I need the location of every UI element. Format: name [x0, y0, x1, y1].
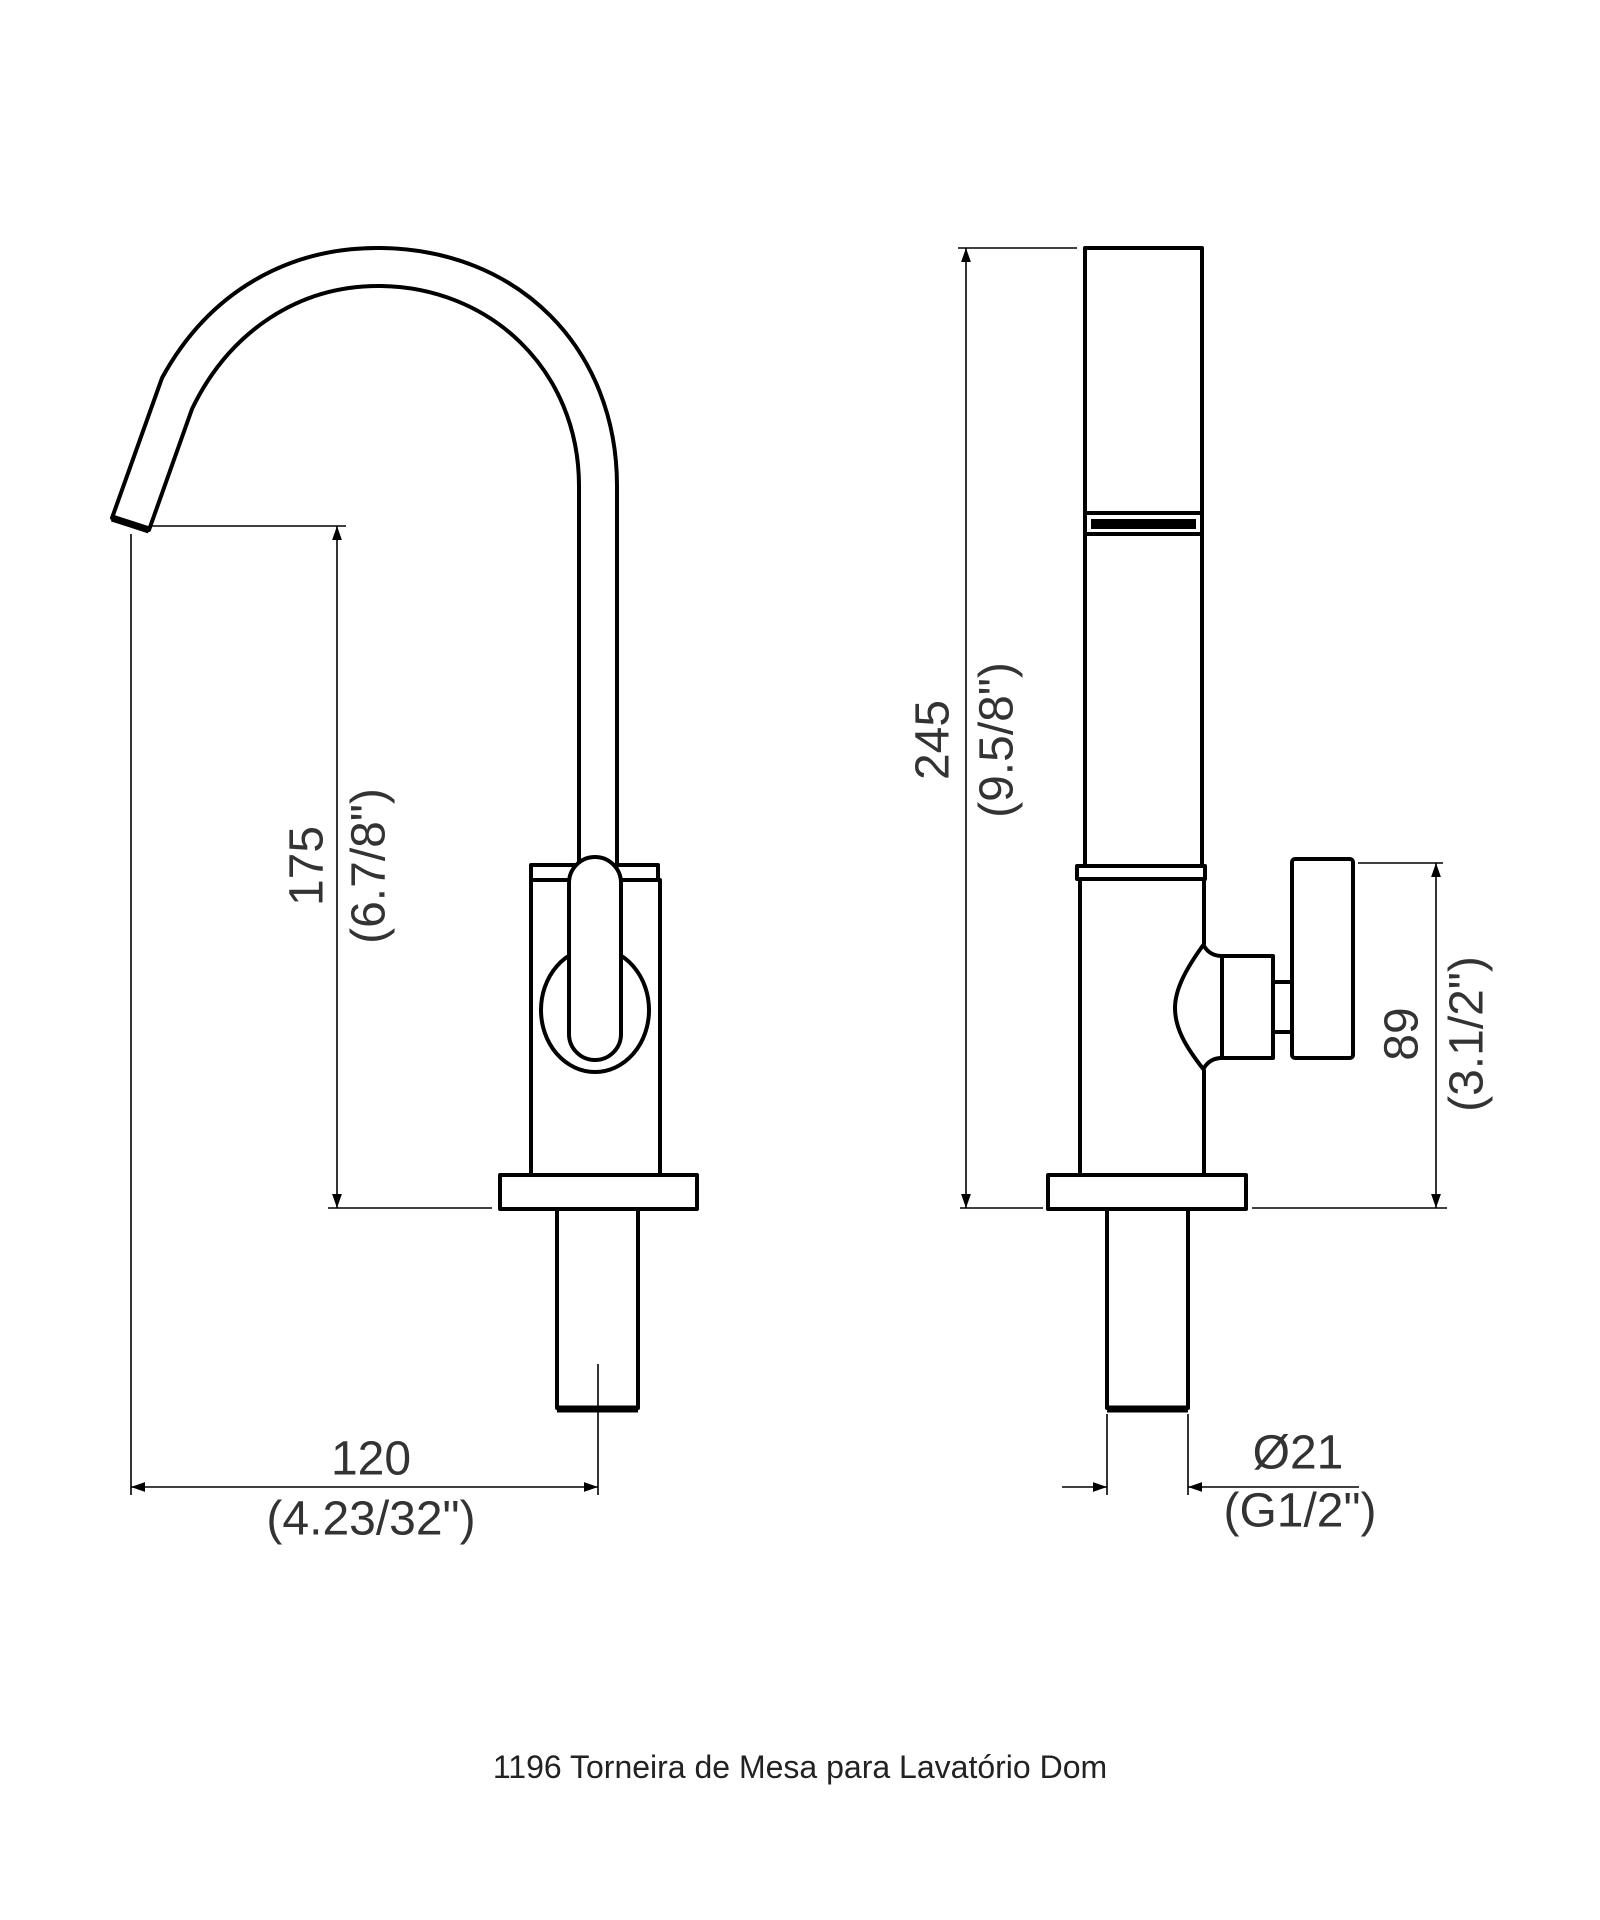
- total-height-mm: 245: [907, 700, 960, 780]
- valve-knob: [1290, 857, 1355, 1060]
- front-view: [110, 246, 699, 1413]
- spout-reach-mm: 120: [331, 1433, 411, 1486]
- handle-height-mm: 89: [1376, 1007, 1429, 1060]
- dimension-spout-height: 175 (6.7/8"): [152, 525, 492, 1209]
- handle-height-inch: (3.1/2"): [1441, 956, 1494, 1112]
- spout-height-mm: 175: [281, 826, 334, 906]
- dimension-shank-diameter: Ø21 (G1/2"): [1062, 1414, 1377, 1538]
- spout-outer: [110, 246, 619, 868]
- dimension-total-height: 245 (9.5/8"): [907, 247, 1077, 1209]
- collar: [1075, 864, 1207, 881]
- side-body: [1078, 877, 1224, 1177]
- spout-reach-inch: (4.23/32"): [266, 1493, 475, 1546]
- valve-hub: [1220, 954, 1275, 1060]
- column: [1083, 246, 1204, 868]
- column-band: [1091, 519, 1196, 529]
- spout-inner: [147, 284, 581, 868]
- side-flange: [1046, 1173, 1248, 1211]
- shank-diameter-inch: (G1/2"): [1223, 1485, 1376, 1538]
- total-height-inch: (9.5/8"): [971, 662, 1024, 818]
- flange: [498, 1173, 699, 1211]
- shank-diameter-mm: Ø21: [1253, 1427, 1344, 1480]
- handle-lever: [567, 855, 623, 1062]
- spout-tip: [110, 514, 151, 534]
- spout-height-inch: (6.7/8"): [343, 788, 396, 944]
- valve-stem: [1271, 980, 1294, 1034]
- side-view: [1046, 246, 1355, 1413]
- drawing-caption: 1196 Torneira de Mesa para Lavatório Dom: [493, 1749, 1107, 1785]
- dimension-spout-reach: 120 (4.23/32"): [130, 534, 599, 1546]
- dimension-handle-height: 89 (3.1/2"): [1252, 862, 1494, 1209]
- side-shank: [1105, 1207, 1190, 1410]
